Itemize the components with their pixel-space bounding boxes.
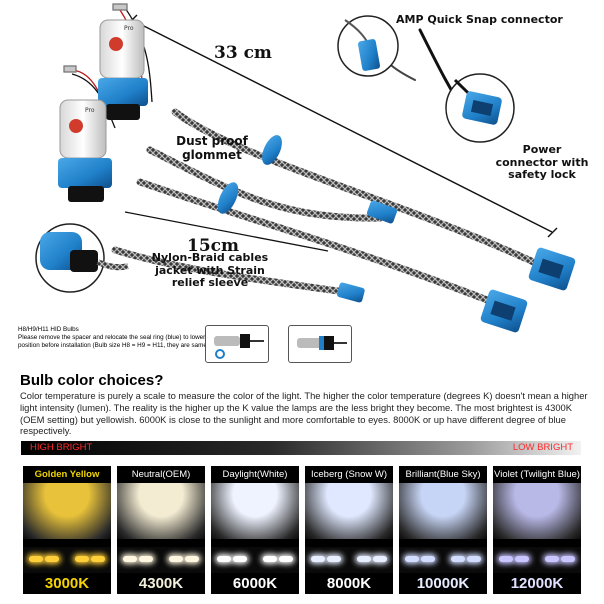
- headlight: [75, 556, 89, 562]
- swatch-6: Violet (Twilight Blue) 12000K: [493, 466, 581, 594]
- headlight: [357, 556, 371, 562]
- swatch-2: Neutral(OEM) 4300K: [117, 466, 205, 594]
- swatch-beam-image: [23, 483, 111, 539]
- swatch-divider: [23, 539, 111, 547]
- headlight: [421, 556, 435, 562]
- headlight: [311, 556, 325, 562]
- swatch-3: Daylight(White) 6000K: [211, 466, 299, 594]
- headlight: [185, 556, 199, 562]
- swatch-divider: [211, 539, 299, 547]
- swatch-temperature: 6000K: [232, 575, 278, 592]
- bulb-before-image: [214, 334, 264, 359]
- dust-grommet-2: [217, 182, 239, 214]
- headlight: [169, 556, 183, 562]
- headlight: [499, 556, 513, 562]
- bulb-after-thumbnail: [288, 325, 352, 363]
- swatch-temperature: 8000K: [326, 575, 372, 592]
- swatch-name: Violet (Twilight Blue): [493, 466, 581, 483]
- length-label-15cm: 15cm: [187, 236, 239, 256]
- headlight: [29, 556, 43, 562]
- hid-bulb-lower: Pro: [58, 99, 112, 202]
- headlight: [561, 556, 575, 562]
- swatch-temperature: 4300K: [138, 575, 184, 592]
- bulb-after-image: [297, 336, 347, 350]
- headlight: [233, 556, 247, 562]
- swatch-name: Iceberg (Snow W): [305, 466, 393, 483]
- bulb-brand-lower: Pro: [85, 107, 95, 114]
- swatch-name: Golden Yellow: [23, 466, 111, 483]
- swatch-1: Golden Yellow 3000K: [23, 466, 111, 594]
- swatch-beam-image: [399, 483, 487, 539]
- section-title: Bulb color choices?: [20, 372, 164, 389]
- headlight: [123, 556, 137, 562]
- dimension-line-15cm: [124, 211, 329, 252]
- swatch-temperature: 3000K: [44, 575, 90, 592]
- headlight: [545, 556, 559, 562]
- swatch-5: Brilliant(Blue Sky) 10000K: [399, 466, 487, 594]
- strain-relief-zoom: [35, 223, 129, 293]
- power-connector-2: [480, 289, 528, 333]
- callout-dust-grommet: Dust proof glommet: [176, 134, 248, 162]
- headlight: [217, 556, 231, 562]
- install-note-title: H8/H9/H11 HID Bulbs: [18, 326, 79, 333]
- swatch-beam-image: [211, 483, 299, 539]
- swatch-headlights-image: [211, 547, 299, 573]
- swatch-headlights-image: [399, 547, 487, 573]
- swatch-headlights-image: [117, 547, 205, 573]
- swatch-name: Daylight(White): [211, 466, 299, 483]
- product-photo: Pro Pro: [35, 3, 576, 333]
- install-note: H8/H9/H11 HID Bulbs Please remove the sp…: [18, 326, 213, 351]
- headlight: [263, 556, 277, 562]
- callout-nylon-braid: Nylon-Braid cables jacket with Strain re…: [151, 251, 269, 290]
- swatch-beam-image: [493, 483, 581, 539]
- bulb-brand-upper: Pro: [124, 25, 134, 32]
- headlight: [515, 556, 529, 562]
- swatch-divider: [399, 539, 487, 547]
- amp-connector-1: [366, 200, 398, 224]
- bulb-before-thumbnail: [205, 325, 269, 363]
- swatch-divider: [305, 539, 393, 547]
- headlight: [327, 556, 341, 562]
- headlight: [373, 556, 387, 562]
- amp-connector-2: [337, 282, 365, 303]
- swatch-headlights-image: [305, 547, 393, 573]
- length-label-33cm: 33 cm: [214, 43, 272, 63]
- swatch-4: Iceberg (Snow W) 8000K: [305, 466, 393, 594]
- high-bright-label: HIGH BRIGHT: [30, 442, 93, 453]
- power-connector-1: [528, 247, 576, 291]
- amp-connector-zoom: [337, 15, 399, 77]
- callout-amp-connector: AMP Quick Snap connector: [396, 13, 563, 26]
- section-description: Color temperature is purely a scale to m…: [20, 390, 588, 437]
- swatch-divider: [117, 539, 205, 547]
- low-bright-label: LOW BRIGHT: [512, 442, 573, 453]
- swatch-headlights-image: [493, 547, 581, 573]
- swatch-name: Neutral(OEM): [117, 466, 205, 483]
- swatch-headlights-image: [23, 547, 111, 573]
- brightness-scale-bar: HIGH BRIGHT LOW BRIGHT: [21, 441, 581, 455]
- hid-bulb-upper: Pro: [98, 19, 148, 120]
- swatch-divider: [493, 539, 581, 547]
- headlight: [467, 556, 481, 562]
- headlight: [139, 556, 153, 562]
- headlight: [91, 556, 105, 562]
- swatch-name: Brilliant(Blue Sky): [399, 466, 487, 483]
- swatch-beam-image: [117, 483, 205, 539]
- headlight: [279, 556, 293, 562]
- power-connector-zoom: [445, 73, 515, 143]
- braided-cables: [111, 28, 544, 309]
- swatch-temperature: 10000K: [416, 575, 470, 592]
- swatch-beam-image: [305, 483, 393, 539]
- dust-grommet-1: [262, 135, 282, 165]
- headlight: [45, 556, 59, 562]
- callout-power-connector: Power connector with safety lock: [495, 143, 589, 182]
- headlight: [451, 556, 465, 562]
- swatch-temperature: 12000K: [510, 575, 564, 592]
- headlight: [405, 556, 419, 562]
- install-note-body: Please remove the spacer and relocate th…: [18, 334, 209, 350]
